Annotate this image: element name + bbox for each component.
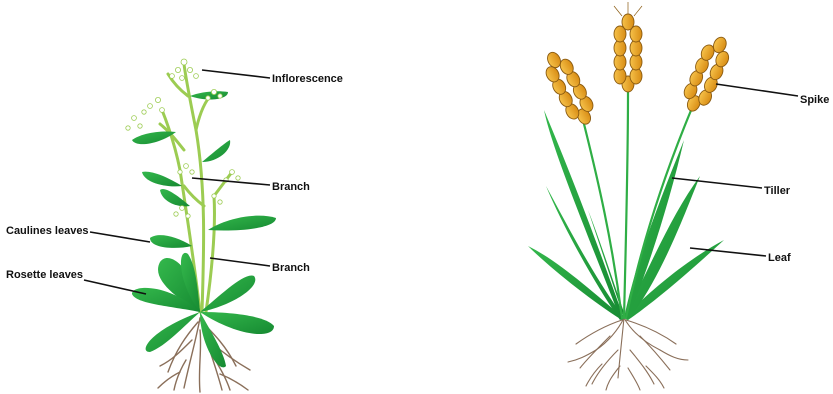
label-tiller: Tiller <box>764 185 791 197</box>
label-inflorescence: Inflorescence <box>272 73 343 85</box>
branch-lower-leader <box>210 258 270 266</box>
wheat-roots <box>568 318 688 390</box>
spike-right <box>678 32 736 116</box>
arabidopsis-plant: Inflorescence Branch Caulines leaves Bra… <box>6 59 343 392</box>
spike-leader <box>716 84 798 96</box>
tiller-leader <box>672 178 762 188</box>
arabidopsis-leader-lines <box>84 70 270 294</box>
branch-upper-leader <box>192 178 270 185</box>
label-rosette-leaves: Rosette leaves <box>6 269 83 281</box>
label-branch-upper: Branch <box>272 181 310 193</box>
spike-center <box>614 14 642 92</box>
spike-left <box>538 46 600 130</box>
label-cauline-leaves: Caulines leaves <box>6 225 89 237</box>
inflorescence-leader <box>202 70 270 78</box>
label-leaf: Leaf <box>768 252 791 264</box>
label-spike: Spike <box>800 94 829 106</box>
cauline-leaves-leader <box>90 232 150 242</box>
wheat-spikes <box>538 2 736 130</box>
rosette-leaves-leader <box>84 280 146 294</box>
wheat-plant: Spike Tiller Leaf <box>528 2 829 390</box>
label-branch-lower: Branch <box>272 262 310 274</box>
